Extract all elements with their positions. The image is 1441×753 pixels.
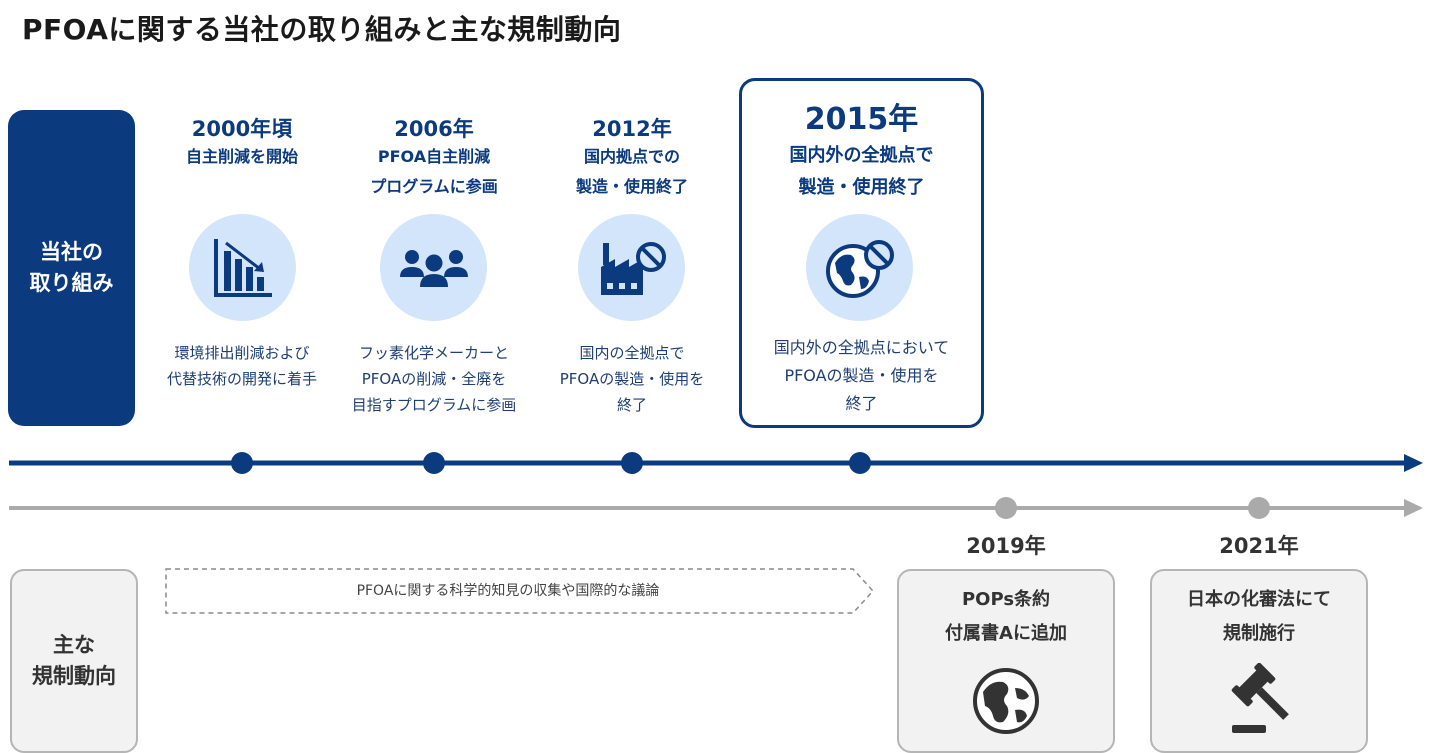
milestone-year: 2006年 bbox=[394, 117, 474, 141]
description-line: PFOAの製造・使用を bbox=[559, 370, 705, 388]
timeline-dot-2000 bbox=[231, 452, 253, 474]
milestone-year: 2000年頃 bbox=[191, 117, 293, 141]
milestone-year: 2012年 bbox=[592, 117, 672, 141]
description-line: 目指すプログラムに参画 bbox=[351, 396, 517, 414]
gavel-icon bbox=[1224, 662, 1300, 743]
factory-prohibited-icon bbox=[578, 214, 685, 321]
timeline-dot-2015 bbox=[849, 452, 871, 474]
regulation-heading: POPs条約 bbox=[961, 589, 1051, 610]
milestone-2000: 2000年頃 自主削減を開始 bbox=[152, 116, 332, 172]
company-timeline-arrowhead bbox=[1404, 454, 1423, 472]
milestone-2012-description: 国内の全拠点で PFOAの製造・使用を 終了 bbox=[532, 340, 732, 418]
globe-prohibited-icon bbox=[806, 214, 913, 321]
milestone-year: 2015年 bbox=[804, 102, 919, 137]
regulation-timeline-arrowhead bbox=[1404, 499, 1423, 517]
regulation-box-2019: POPs条約 付属書Aに追加 bbox=[897, 569, 1115, 753]
milestone-2006-description: フッ素化学メーカーと PFOAの削減・全廃を 目指すプログラムに参画 bbox=[334, 340, 534, 418]
company-label-line1: 当社の bbox=[40, 239, 103, 264]
regulation-year-2019: 2019年 bbox=[966, 534, 1046, 558]
description-line: PFOAの製造・使用を bbox=[784, 366, 939, 385]
milestone-heading: 国内拠点での bbox=[583, 147, 680, 166]
milestone-heading: 国内外の全拠点で bbox=[789, 145, 934, 166]
description-line: 国内外の全拠点において bbox=[773, 338, 950, 357]
description-line: フッ素化学メーカーと bbox=[358, 344, 509, 362]
research-arrow bbox=[165, 568, 875, 614]
regulation-heading: 付属書Aに追加 bbox=[945, 623, 1067, 644]
regulation-heading: 規制施行 bbox=[1223, 623, 1295, 644]
milestone-2015-description: 国内外の全拠点において PFOAの製造・使用を 終了 bbox=[745, 334, 978, 418]
timeline-dot-2006 bbox=[423, 452, 445, 474]
milestone-heading: 製造・使用終了 bbox=[575, 177, 688, 196]
research-text: PFOAに関する科学的知見の収集や国際的な議論 bbox=[356, 583, 660, 599]
regulation-label-line1: 主な bbox=[53, 632, 95, 657]
milestone-heading: プログラムに参画 bbox=[370, 177, 498, 196]
timeline-dot-2019 bbox=[995, 497, 1017, 519]
page-title: PFOAに関する当社の取り組みと主な規制動向 bbox=[22, 13, 622, 46]
regulation-label-line2: 規制動向 bbox=[32, 664, 116, 688]
description-line: 国内の全拠点で bbox=[579, 344, 685, 362]
milestone-2015: 2015年 国内外の全拠点で 製造・使用終了 bbox=[745, 100, 978, 204]
milestone-heading: 製造・使用終了 bbox=[798, 177, 925, 198]
company-label-line2: 取り組み bbox=[29, 271, 114, 295]
timeline-dot-2021 bbox=[1248, 497, 1270, 519]
people-group-icon bbox=[380, 214, 487, 321]
company-initiatives-label: 当社の 取り組み bbox=[8, 110, 135, 426]
description-line: 終了 bbox=[845, 394, 878, 413]
regulation-heading: 日本の化審法にて bbox=[1187, 589, 1331, 610]
description-line: 代替技術の開発に着手 bbox=[166, 370, 317, 388]
regulation-year-2021: 2021年 bbox=[1219, 534, 1299, 558]
regulation-box-2021: 日本の化審法にて 規制施行 bbox=[1150, 569, 1368, 753]
milestone-heading: PFOA自主削減 bbox=[377, 147, 491, 166]
description-line: PFOAの削減・全廃を bbox=[361, 370, 507, 388]
globe-icon bbox=[971, 666, 1041, 740]
milestone-heading: 自主削減を開始 bbox=[185, 147, 298, 166]
regulation-trends-label: 主な 規制動向 bbox=[10, 569, 138, 753]
milestone-2000-description: 環境排出削減および 代替技術の開発に着手 bbox=[142, 340, 342, 392]
milestone-2006: 2006年 PFOA自主削減 プログラムに参画 bbox=[334, 116, 534, 202]
declining-chart-icon bbox=[189, 214, 296, 321]
timeline-arrows bbox=[9, 454, 1423, 517]
milestone-2012: 2012年 国内拠点での 製造・使用終了 bbox=[532, 116, 732, 202]
description-line: 終了 bbox=[616, 396, 647, 414]
timeline-dot-2012 bbox=[621, 452, 643, 474]
description-line: 環境排出削減および bbox=[174, 344, 310, 362]
